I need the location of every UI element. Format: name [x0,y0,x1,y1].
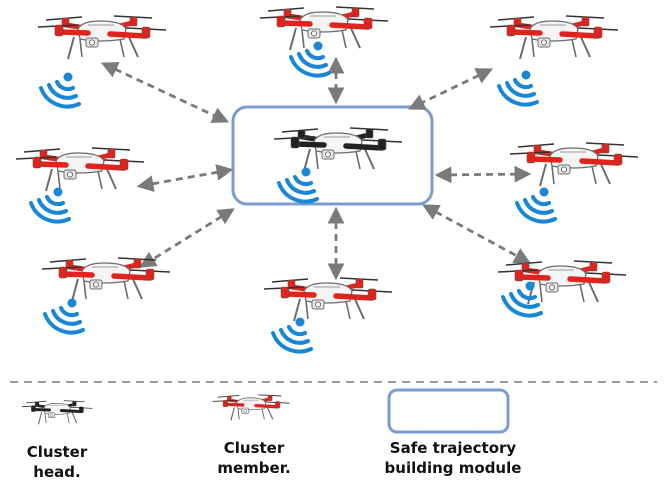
wifi-signal-icon [271,315,313,354]
wifi-signal-icon [501,279,543,318]
legend-head-icon [20,399,94,426]
wifi-signal-icon [43,296,85,335]
arrow-mid-left [136,164,234,192]
legend-cluster-member-label: Cluster member. [217,439,291,477]
legend-member-icon [211,393,292,423]
arrow-bottom-left [139,208,235,268]
legend-module-icon [387,388,510,434]
drone-member-top [260,7,388,78]
drone-member-bottom [264,278,392,354]
arrow-top-right [407,68,494,110]
drone-member-bottom-right [498,261,626,318]
legend-module-label: Safe trajectory building module [384,439,522,477]
arrow-top-left [100,62,230,123]
arrow-mid-right [434,165,532,184]
wifi-signal-icon [39,70,81,109]
wifi-signal-icon [29,185,71,224]
drone-member-bottom-left [42,258,170,335]
drone-member-top-right [490,16,618,107]
arrow-bottom-right [422,204,531,264]
connection-arrows [100,56,532,281]
wifi-signal-icon [289,39,331,78]
drone-member-mid-left [16,148,144,224]
wifi-signal-icon [515,185,557,224]
wifi-signal-icon [497,68,539,107]
legend-cluster-head-label: Cluster head. [26,443,88,481]
drone-member-top-left [38,16,166,109]
drone-member-mid-right [510,143,638,224]
